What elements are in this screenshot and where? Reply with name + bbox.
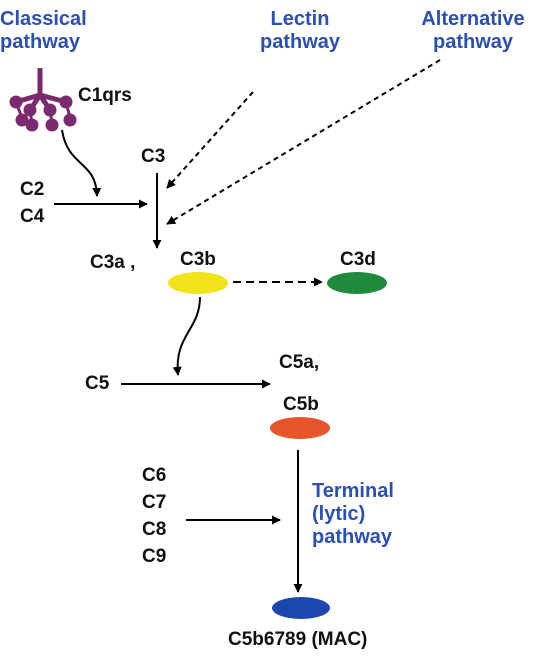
classical-arrow <box>61 129 102 197</box>
alternative-pathway-label: Alternative pathway <box>410 8 536 54</box>
c1qrs-label: C1qrs <box>78 85 132 106</box>
alternative-line2: pathway <box>432 31 514 53</box>
c3d-label: C3d <box>340 249 376 270</box>
c5b-oval <box>270 417 330 439</box>
c3b-oval <box>168 272 228 294</box>
c4-label: C4 <box>20 206 45 227</box>
lectin-arrow <box>166 91 254 189</box>
c2-label: C2 <box>20 179 45 200</box>
c5-label: C5 <box>85 373 110 394</box>
lectin-line1: Lectin <box>270 8 330 30</box>
c1qrs-stem <box>9 68 77 132</box>
c3d-oval <box>327 272 387 294</box>
classical-pathway-label: Classical pathway <box>0 8 87 54</box>
lectin-pathway-label: Lectin pathway <box>245 8 355 54</box>
lectin-line2: pathway <box>259 31 341 53</box>
terminal-line1: Terminal <box>312 480 394 502</box>
alternative-arrow <box>166 59 441 225</box>
c9-label: C9 <box>142 546 167 567</box>
classical-line2: pathway <box>0 31 81 53</box>
terminal-line2: (lytic) <box>312 503 366 525</box>
c3b-label: C3b <box>180 249 216 270</box>
c8-label: C8 <box>142 519 167 540</box>
mac-oval <box>272 597 330 619</box>
c7-label: C7 <box>142 492 167 513</box>
c5b-label: C5b <box>283 394 319 415</box>
terminal-pathway-label: Terminal (lytic) pathway <box>312 480 394 549</box>
alternative-line1: Alternative <box>421 8 525 30</box>
mac-label: C5b6789 (MAC) <box>228 629 368 650</box>
c3a-label: C3a , <box>90 252 136 273</box>
c6-label: C6 <box>142 465 167 486</box>
c3-label: C3 <box>141 146 166 167</box>
c1qrs-molecule-icon <box>9 68 77 132</box>
classical-line1: Classical <box>0 8 87 30</box>
c3b-to-c5-arrow <box>172 296 201 376</box>
c5a-label: C5a, <box>279 352 320 373</box>
terminal-line3: pathway <box>312 526 393 548</box>
